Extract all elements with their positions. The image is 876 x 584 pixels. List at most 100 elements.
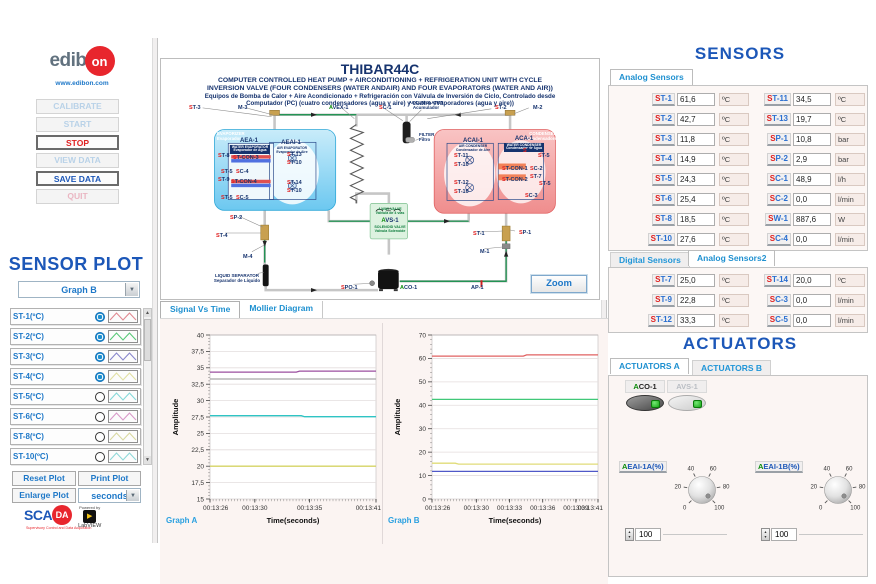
chevron-down-icon[interactable]: ▼ <box>125 283 138 296</box>
spinner-arrows-icon[interactable]: ▲▼ <box>625 528 634 541</box>
sensor-unit: l/h <box>835 172 865 186</box>
plot-row-radio[interactable] <box>95 411 105 422</box>
chart-tabs: Signal Vs Time Mollier Diagram <box>160 301 324 318</box>
sensor-unit: ºC <box>719 212 749 226</box>
sensor-label-st-7[interactable]: ST-7 <box>652 273 675 287</box>
svg-text:17,5: 17,5 <box>191 480 204 487</box>
logo-website: www.edibon.com <box>55 80 109 87</box>
tab-analog-sensors2[interactable]: Analog Sensors2 <box>688 250 776 266</box>
plot-line-style-icon[interactable] <box>108 450 138 463</box>
svg-text:20: 20 <box>197 464 205 471</box>
svg-text:35: 35 <box>197 365 205 372</box>
sensor-label-st-1[interactable]: ST-1 <box>652 92 675 106</box>
graph-selector-dropdown[interactable]: Graph B ▼ <box>18 281 140 298</box>
plot-row-radio[interactable] <box>95 371 105 382</box>
chevron-down-icon[interactable]: ▼ <box>126 490 139 501</box>
scroll-down-icon[interactable]: ▼ <box>144 456 151 464</box>
sensor-label-sw-1[interactable]: SW-1 <box>765 212 791 226</box>
knob-label[interactable]: AEAI-1B(%) <box>755 461 803 473</box>
stop-button[interactable]: STOP <box>36 135 119 150</box>
sensor-unit: ºC <box>719 192 749 206</box>
svg-text:37,5: 37,5 <box>191 349 204 356</box>
actuator-toggle-aco-1[interactable] <box>626 395 664 411</box>
sensor-plot-scrollbar[interactable]: ▲ ▼ <box>143 308 152 465</box>
plot-row-radio[interactable] <box>95 451 105 462</box>
plot-line-style-icon[interactable] <box>108 410 138 423</box>
green-led-icon <box>693 400 702 408</box>
zoom-button[interactable]: Zoom <box>531 275 587 293</box>
plot-row-radio[interactable] <box>95 311 105 322</box>
plot-line-style-icon[interactable] <box>108 430 138 443</box>
sensor-label-st-10[interactable]: ST-10 <box>647 232 675 246</box>
sensor-label-sp-1[interactable]: SP-1 <box>767 132 791 146</box>
sensor-label-st-3[interactable]: ST-3 <box>652 132 675 146</box>
svg-text:100: 100 <box>850 506 861 512</box>
plot-line-style-icon[interactable] <box>108 370 138 383</box>
sensor-label-st-8[interactable]: ST-8 <box>652 212 675 226</box>
plot-row-radio[interactable] <box>95 351 105 362</box>
actuator-toggle-avs-1[interactable] <box>668 395 706 411</box>
quit-button[interactable]: QUIT <box>36 189 119 204</box>
knob-label[interactable]: AEAI-1A(%) <box>619 461 667 473</box>
sidebar-splitter[interactable] <box>152 38 158 543</box>
tab-mollier-diagram[interactable]: Mollier Diagram <box>240 301 324 318</box>
sensor-label-st-2[interactable]: ST-2 <box>652 112 675 126</box>
diagram-subtitle-es-1: Equipos de Bomba de Calor + Aire Acondic… <box>204 93 556 100</box>
sensor-label-st-14[interactable]: ST-14 <box>763 273 791 287</box>
svg-text:80: 80 <box>723 484 730 490</box>
enlarge-plot-button[interactable]: Enlarge Plot <box>12 488 76 503</box>
knob-value[interactable]: 100 <box>635 528 661 541</box>
scroll-up-icon[interactable]: ▲ <box>144 309 151 317</box>
print-plot-button[interactable]: Print Plot <box>78 471 141 486</box>
scada-circle-icon: DA <box>52 505 73 525</box>
tab-actuators-b[interactable]: ACTUATORS B <box>692 360 772 376</box>
plot-row-radio[interactable] <box>95 431 105 442</box>
plot-row-label: ST-1(ºC) <box>13 312 44 321</box>
scrollbar-thumb[interactable] <box>144 319 151 361</box>
plot-row-radio[interactable] <box>95 331 105 342</box>
svg-text:40: 40 <box>688 466 695 472</box>
plot-row-label: ST-8(ºC) <box>13 432 44 441</box>
plot-row-radio[interactable] <box>95 391 105 402</box>
sensor-label-sc-1[interactable]: SC-1 <box>766 172 791 186</box>
sensor-label-sc-5[interactable]: SC-5 <box>766 313 791 327</box>
spinner-arrows-icon[interactable]: ▲▼ <box>761 528 770 541</box>
start-button[interactable]: START <box>36 117 119 132</box>
calibrate-button[interactable]: CALIBRATE <box>36 99 119 114</box>
sensor-unit: ºC <box>719 232 749 246</box>
plot-line-style-icon[interactable] <box>108 330 138 343</box>
plot-line-style-icon[interactable] <box>108 390 138 403</box>
sensor-label-sp-2[interactable]: SP-2 <box>767 152 791 166</box>
plot-line-style-icon[interactable] <box>108 350 138 363</box>
tab-actuators-a[interactable]: ACTUATORS A <box>610 358 689 374</box>
sensor-value: 2,9 <box>793 152 831 166</box>
diagram-title: THIBAR44C <box>340 61 420 77</box>
sensor-label-sc-2[interactable]: SC-2 <box>766 192 791 206</box>
graph-a-chart[interactable]: 4037,53532,53027,52522,52017,51500:13:26… <box>164 327 382 527</box>
knob-value[interactable]: 100 <box>771 528 797 541</box>
reset-plot-button[interactable]: Reset Plot <box>12 471 76 486</box>
sensor-value: 20,0 <box>793 273 831 287</box>
tab-digital-sensors[interactable]: Digital Sensors <box>610 252 690 268</box>
sensor-unit: l/min <box>835 232 865 246</box>
sensor-label-st-5[interactable]: ST-5 <box>652 172 675 186</box>
actuator-aco-1: ACO-1 <box>625 380 665 411</box>
tab-signal-vs-time[interactable]: Signal Vs Time <box>160 301 241 318</box>
sensor-label-st-11[interactable]: ST-11 <box>764 92 791 106</box>
sensor-label-st-13[interactable]: ST-13 <box>763 112 791 126</box>
sensor-label-st-12[interactable]: ST-12 <box>647 313 675 327</box>
sensor-label-st-9[interactable]: ST-9 <box>652 293 675 307</box>
sensor-label-st-4[interactable]: ST-4 <box>652 152 675 166</box>
sensor-label-st-6[interactable]: ST-6 <box>652 192 675 206</box>
time-unit-dropdown[interactable]: seconds ▼ <box>78 488 141 503</box>
save-data-button[interactable]: SAVE DATA <box>36 171 119 186</box>
sensor-label-sc-4[interactable]: SC-4 <box>766 232 791 246</box>
plot-line-style-icon[interactable] <box>108 310 138 323</box>
view-data-button[interactable]: VIEW DATA <box>36 153 119 168</box>
tab-analog-sensors[interactable]: Analog Sensors <box>610 69 693 85</box>
sensor-label-sc-3[interactable]: SC-3 <box>766 293 791 307</box>
